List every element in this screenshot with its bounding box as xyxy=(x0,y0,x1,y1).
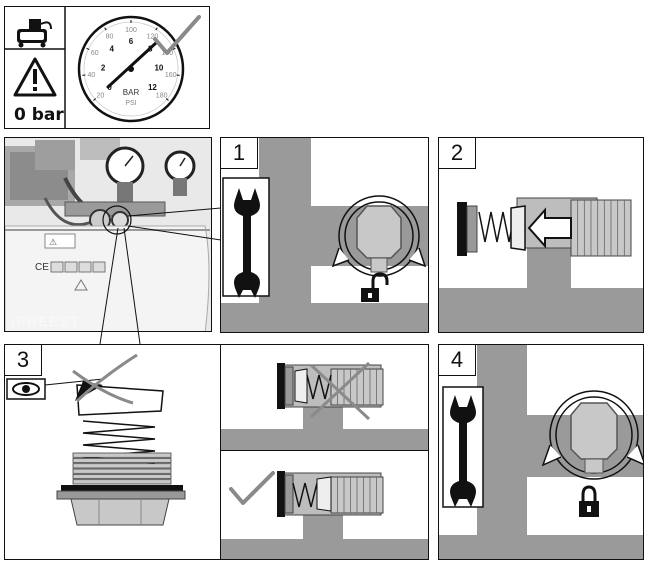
svg-text:⚠: ⚠ xyxy=(49,237,57,247)
gauge-tick xyxy=(165,98,169,101)
thread-ridge xyxy=(72,468,172,474)
gauge-psi-tick-label: 80 xyxy=(106,33,114,40)
thread-ridge xyxy=(72,473,172,480)
gauge-bar-tick-label: 10 xyxy=(154,63,163,72)
step-3-wrong-illustration xyxy=(221,361,428,451)
gauge-psi-tick-label: 180 xyxy=(156,93,168,100)
step-3-correct-panel xyxy=(220,450,429,560)
thread-body xyxy=(570,199,632,257)
gauge-bar-tick-label: 0 xyxy=(107,83,112,92)
step-2-panel: 2 xyxy=(438,137,644,333)
gauge-psi-tick-label: 120 xyxy=(147,33,159,40)
step-2-illustration xyxy=(439,197,643,332)
gauge-unit-primary: BAR xyxy=(123,88,140,97)
warning-triangle-icon xyxy=(13,57,57,97)
gauge-psi-tick-label: 20 xyxy=(96,93,104,100)
step-4-illustration xyxy=(439,345,643,559)
locked-padlock-icon xyxy=(579,485,599,517)
step-3-number: 3 xyxy=(5,345,42,376)
gauge-psi-tick-label: 40 xyxy=(87,72,95,79)
warning-header-panel: 02468101220406080100120140160180BARPSI 0… xyxy=(4,6,210,129)
step-3-correct-illustration xyxy=(221,471,428,559)
wrench-icon xyxy=(222,177,270,298)
pressure-gauge-icon: 02468101220406080100120140160180BARPSI xyxy=(77,15,185,123)
gauge-psi-tick-label: 160 xyxy=(165,72,177,79)
eye-inspect-icon xyxy=(6,378,46,400)
gauge-bar-tick-label: 2 xyxy=(101,63,106,72)
gauge-tick xyxy=(172,47,176,51)
thread-ridge xyxy=(72,479,172,485)
step-2-number: 2 xyxy=(439,138,476,169)
photo-watermark: IPREEST xyxy=(11,314,81,329)
gauge-tick xyxy=(93,98,97,101)
gauge-bar-tick-label: 6 xyxy=(129,37,134,46)
thread-ridge xyxy=(72,457,172,464)
zero-pressure-label: 0 bar xyxy=(14,105,64,125)
checkmark-icon xyxy=(229,471,275,505)
gauge-psi-tick-label: 100 xyxy=(125,27,137,34)
gauge-tick xyxy=(86,47,90,51)
step-3-illustration xyxy=(6,353,186,526)
unlocked-padlock-icon xyxy=(361,272,389,302)
wrench-icon xyxy=(442,386,484,508)
step-1-illustration xyxy=(221,138,428,332)
step-3-panel: 3 xyxy=(4,344,222,560)
gauge-unit-secondary: PSI xyxy=(125,100,136,107)
checkmark-icon xyxy=(153,15,201,55)
compressor-icon xyxy=(17,19,52,48)
gauge-bar-tick-label: 4 xyxy=(110,45,115,54)
compressor-photo: ⚠ CE xyxy=(5,138,211,331)
gauge-tick xyxy=(155,27,158,31)
compressor-photo-panel: ⚠ CE IPREEST xyxy=(4,137,212,332)
step-1-number: 1 xyxy=(221,138,258,169)
step-4-number: 4 xyxy=(439,345,476,376)
warning-header-graphics: 02468101220406080100120140160180BARPSI xyxy=(5,7,201,128)
step-1-panel: 1 xyxy=(220,137,429,333)
thread-ridge xyxy=(72,463,172,469)
gauge-tick xyxy=(104,27,107,31)
step-4-panel: 4 xyxy=(438,344,644,560)
gauge-bar-tick-label: 12 xyxy=(148,83,157,92)
step-3-wrong-panel xyxy=(220,344,429,452)
thread-ridge xyxy=(72,452,172,458)
svg-text:CE: CE xyxy=(35,262,49,273)
gauge-psi-tick-label: 60 xyxy=(91,50,99,57)
